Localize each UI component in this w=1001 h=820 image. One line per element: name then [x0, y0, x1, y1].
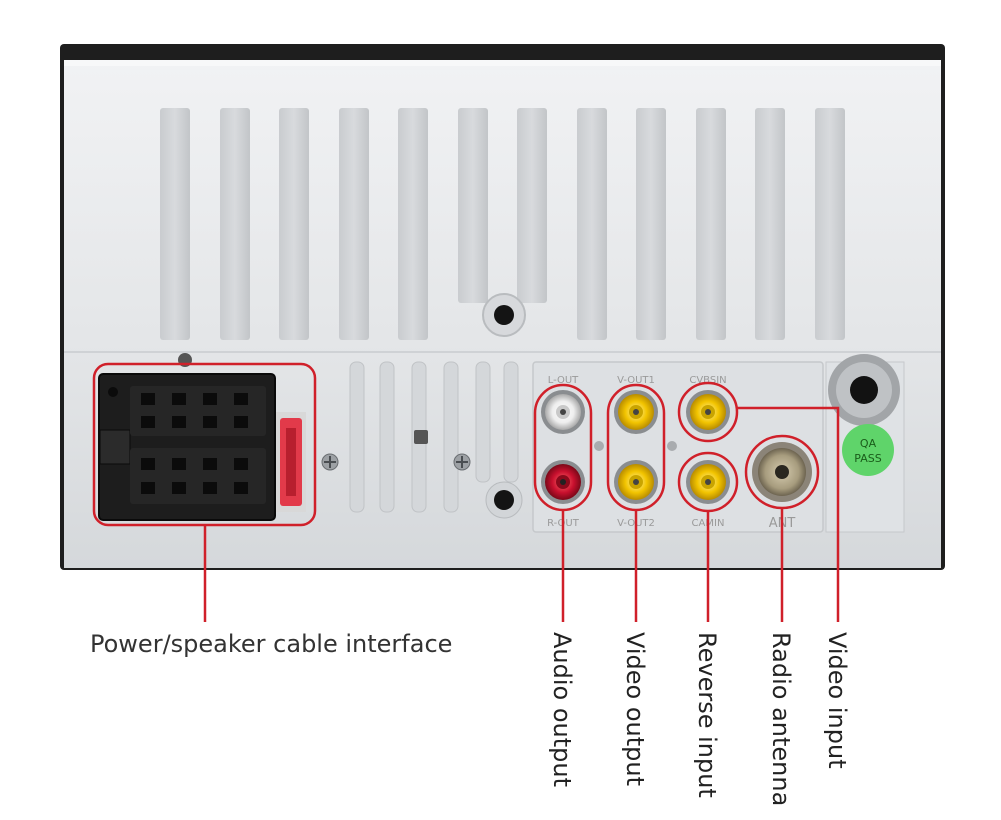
label-video-input: Video input: [823, 632, 851, 769]
grommet: [828, 354, 900, 426]
small-jack: [485, 481, 523, 519]
label-audio-output: Audio output: [548, 632, 576, 788]
chassis-top-edge: [64, 60, 941, 66]
plate-screw-icon-2: [667, 441, 677, 451]
antenna-socket: [752, 442, 812, 502]
qa-badge-line1: QA: [860, 437, 877, 450]
port-label-v-out1: V-OUT1: [617, 375, 655, 386]
rca-jack-r-out: [541, 460, 585, 504]
video-in-highlight: [677, 381, 739, 443]
rca-jack-cvbs-in: [686, 390, 730, 434]
iso-connector: [98, 353, 306, 521]
mounting-hole: [482, 293, 526, 337]
qa-pass-badge: QA PASS: [842, 424, 894, 476]
qa-badge-line2: PASS: [854, 452, 881, 465]
screw-icon-2: [453, 453, 471, 471]
rca-jack-l-out: [541, 390, 585, 434]
plate-screw-icon: [594, 441, 604, 451]
screw-icon: [321, 453, 339, 471]
vent-slots: [349, 361, 519, 513]
heatsink-fins: [160, 108, 845, 340]
label-video-output: Video output: [621, 632, 649, 787]
port-label-l-out: L-OUT: [548, 375, 579, 386]
port-label-cvbs-in: CVBSIN: [689, 375, 726, 386]
leader-lines: [203, 406, 840, 622]
label-power-speaker: Power/speaker cable interface: [90, 630, 453, 658]
label-radio-antenna: Radio antenna: [767, 632, 795, 807]
rca-jack-v-out2: [614, 460, 658, 504]
rca-jack-v-out1: [614, 390, 658, 434]
leader-video-in: [737, 406, 840, 622]
rca-jack-cam-in: [686, 460, 730, 504]
label-reverse-input: Reverse input: [693, 632, 721, 798]
